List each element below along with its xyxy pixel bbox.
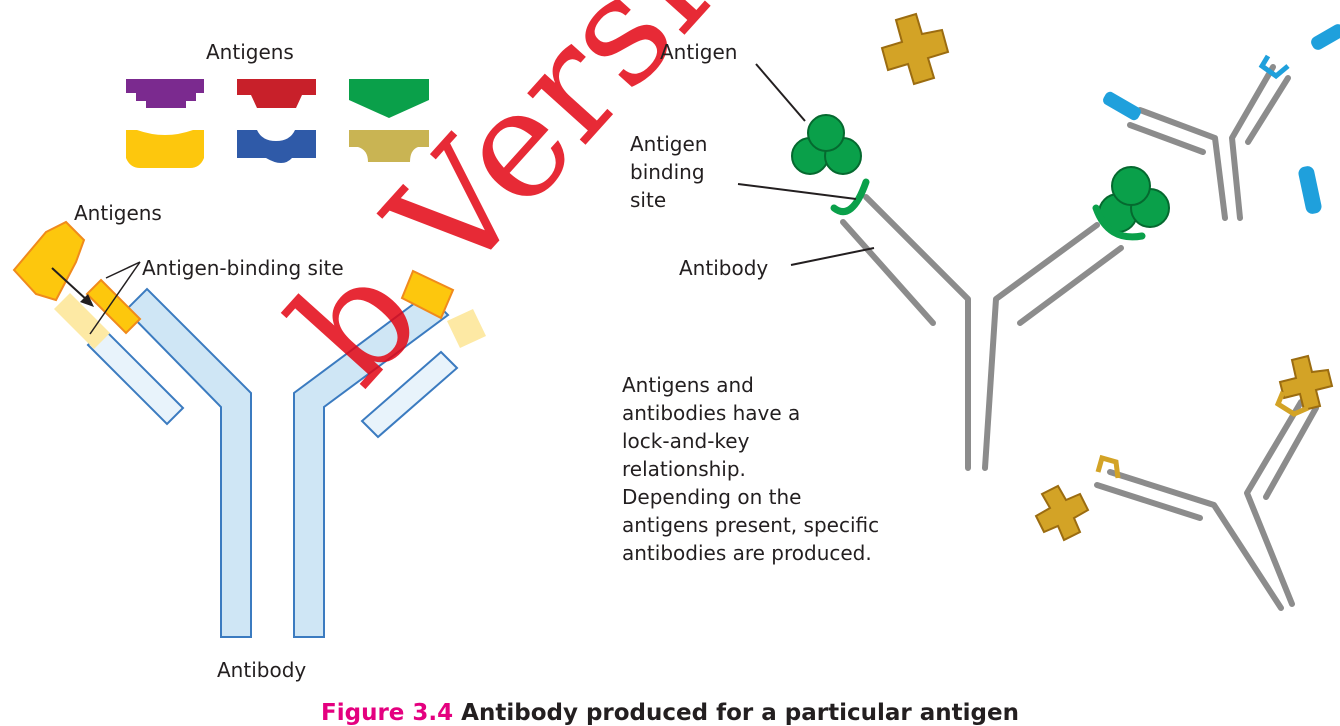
right-antibody-main [843, 197, 1121, 468]
cyan-antigen-free-side [1297, 165, 1323, 215]
bottom-antibody-heavy-left [1110, 472, 1281, 608]
main-antibody-light-right [1020, 248, 1121, 323]
description-line-3: lock-and-key [622, 427, 879, 455]
antibody-label-right: Antibody [679, 254, 768, 282]
green-antigen-shape [349, 79, 429, 118]
top-antibody-light-right [1248, 78, 1288, 142]
description-line-5: Depending on the [622, 483, 879, 511]
main-antibody-light-left [843, 222, 933, 323]
description-line-1: Antigens and [622, 371, 879, 399]
antigens-side-label: Antigens [74, 199, 162, 227]
antigen-shapes-palette [126, 79, 429, 168]
figure-number: Figure 3.4 [321, 700, 453, 726]
antigens-top-label: Antigens [206, 38, 294, 66]
main-antibody-heavy-right [985, 225, 1097, 468]
binding-site-line-2: binding [630, 158, 707, 186]
description-line-4: relationship. [622, 455, 879, 483]
description-line-7: antibodies are produced. [622, 539, 879, 567]
bottom-antibody-light-left [1097, 485, 1200, 518]
gold-cross-antigen-top [882, 14, 948, 84]
antibody-leader-line [791, 248, 874, 265]
description-line-6: antigens present, specific [622, 511, 879, 539]
top-antibody-heavy-right [1232, 67, 1273, 218]
binding-site-line-3: site [630, 186, 707, 214]
red-antigen-shape [237, 79, 316, 108]
figure-caption: Figure 3.4 Antibody produced for a parti… [0, 700, 1340, 726]
cyan-antigen-bound [1101, 90, 1143, 122]
green-antigen-free [792, 115, 861, 174]
gold-cross-antigen-bound [1280, 356, 1332, 410]
bottom-antibody-heavy-right [1247, 402, 1301, 604]
antibody-label-left: Antibody [217, 656, 306, 684]
binding-site-leader-line [738, 184, 856, 199]
right-antibody-bottom [1097, 402, 1316, 608]
gold-cross-antigen-bottom [1036, 486, 1088, 540]
figure-caption-text: Antibody produced for a particular antig… [461, 700, 1019, 726]
description-line-2: antibodies have a [622, 399, 879, 427]
main-antibody-heavy-left [866, 197, 968, 468]
yellow-antigen-shape [126, 130, 204, 168]
antigen-binding-site-label-right: Antigen binding site [630, 130, 707, 214]
purple-antigen-shape [126, 79, 204, 108]
binding-site-line-1: Antigen [630, 130, 707, 158]
description-text: Antigens and antibodies have a lock-and-… [622, 371, 879, 567]
antigen-leader-line [756, 64, 805, 121]
cyan-antigen-free-top [1309, 22, 1340, 52]
antigen-label-right: Antigen [660, 38, 737, 66]
green-antigen-bound [1099, 167, 1169, 232]
blue-antigen-shape [237, 130, 316, 163]
antigen-binding-site-label: Antigen-binding site [142, 254, 344, 282]
antibody-heavy-chain-left [126, 289, 251, 637]
